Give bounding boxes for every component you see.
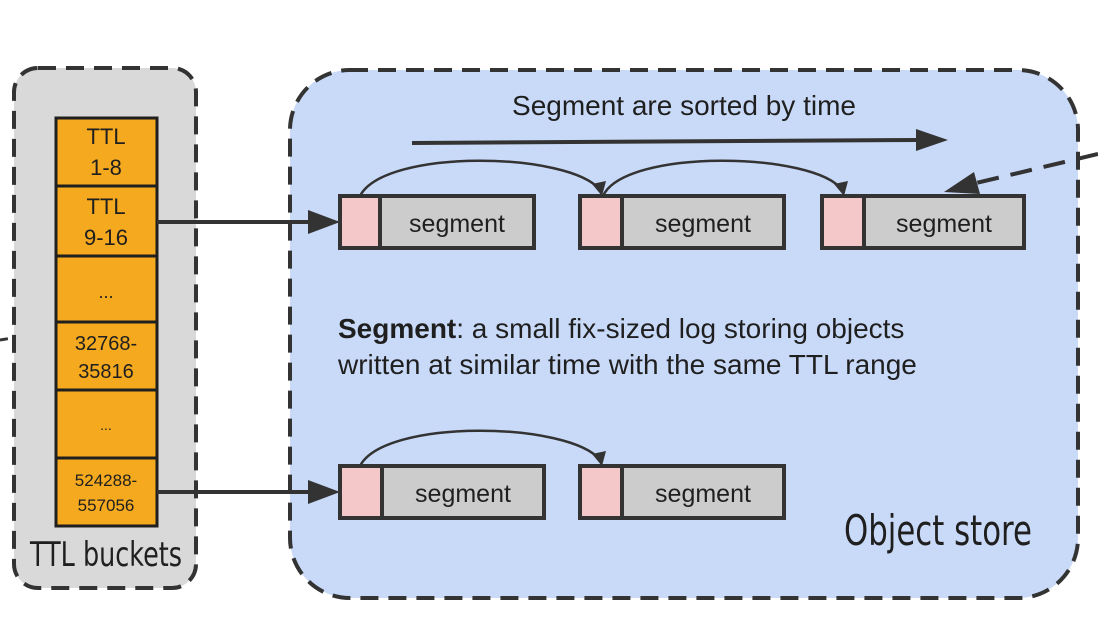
segment-row2-1-label: segment [415,480,511,508]
segment-row2-2 [578,464,786,520]
bucket-3-ellipsis: ... [98,282,113,302]
incoming-dashed-arrow-right-head [944,172,980,194]
segment-definition-line1: Segment: a small fix-sized log storing o… [338,313,904,344]
segment-row1-2 [578,194,786,250]
incoming-dashed-line-left [0,336,13,342]
link-row1-seg1-to-seg2-head [592,181,606,196]
bucket-4-line2: 35816 [78,361,134,383]
link-row1-seg2-to-seg3-head [834,181,848,196]
ttl-bucket-column [54,116,159,528]
sort-note: Segment are sorted by time [512,90,856,121]
bucket-2-line2: 9-16 [84,225,128,250]
sort-arrow-head [916,129,948,151]
link-row2-seg1-to-seg2-head [592,451,606,466]
object-store-label: Object store [844,506,1032,555]
bucket-1-line1: TTL [86,124,125,149]
link-row1-seg1-to-seg2 [358,159,601,197]
segment-row2-2-label: segment [655,480,751,508]
segment-row1-3-label: segment [896,210,992,238]
segment-row1-1 [338,194,536,250]
segment-definition-term: Segment [338,313,456,344]
segment-row1-2-label: segment [655,210,751,238]
segment-definition-rest: : a small fix-sized log storing objects [456,313,904,344]
link-row2-seg1-to-seg2 [358,429,601,467]
link-row1-seg2-to-seg3 [601,159,844,197]
bucket-2-line1: TTL [86,194,125,219]
bucket-6-line1: 524288- [75,471,137,490]
bucket2-to-row1-arrow-head [308,210,340,234]
bucket-6-line2: 557056 [78,496,135,515]
bucket-4-line1: 32768- [75,333,137,355]
segment-definition-line2: written at similar time with the same TT… [337,349,917,380]
bucket-1-line2: 1-8 [90,155,122,180]
segment-row1-3 [820,194,1026,250]
segment-row1-1-label: segment [409,210,505,238]
sort-arrow-line [411,138,919,145]
bucket6-to-row2-arrow-head [308,480,340,504]
segment-row2-1 [338,464,546,520]
ttl-buckets-label: TTL buckets [29,535,182,575]
bucket-5-ellipsis: ... [100,417,112,433]
incoming-dashed-arrow-right [971,152,1098,186]
